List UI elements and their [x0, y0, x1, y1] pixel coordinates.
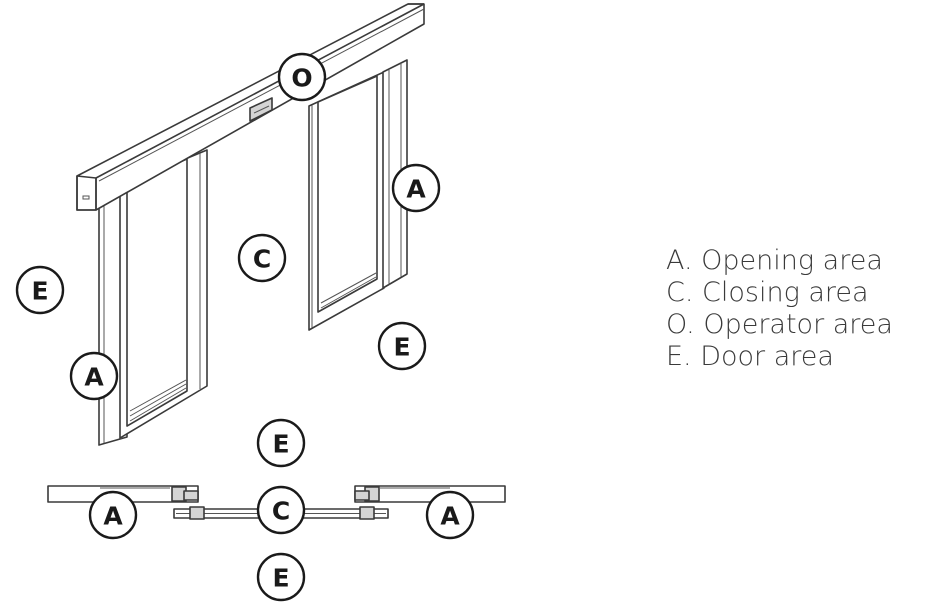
callout-closing: C: [237, 233, 287, 283]
legend-item-opening-area: A. Opening area: [666, 245, 883, 276]
callout-plan-door-top: E: [256, 418, 306, 468]
callout-door-right: E: [377, 321, 427, 371]
right-sliding-leaf: [308, 71, 385, 331]
legend-item-closing-area: C. Closing area: [666, 277, 869, 308]
callout-opening-right-letter: A: [406, 175, 426, 204]
legend-item-door-area: E. Door area: [666, 341, 834, 372]
plan-door-view: [47, 485, 506, 520]
callout-opening-left: A: [69, 351, 119, 401]
legend: A. Opening area C. Closing area O. Opera…: [666, 245, 893, 373]
callout-opening-right: A: [391, 163, 441, 213]
legend-item-operator-area: O. Operator area: [666, 309, 893, 340]
callout-closing-letter: C: [253, 245, 271, 274]
callout-plan-opening-left-letter: A: [103, 502, 123, 531]
right-side-panel: [382, 59, 408, 289]
callout-opening-left-letter: A: [84, 363, 104, 392]
callout-plan-closing: C: [256, 485, 306, 535]
callout-plan-door-top-letter: E: [272, 430, 289, 459]
callout-plan-door-bottom: E: [256, 552, 306, 602]
callout-door-left: E: [15, 265, 65, 315]
callout-plan-opening-left: A: [88, 490, 138, 540]
callout-plan-door-bottom-letter: E: [272, 564, 289, 593]
callout-plan-closing-letter: C: [272, 497, 290, 526]
callout-operator-letter: O: [291, 64, 312, 93]
isometric-door-view: [76, 3, 425, 446]
callout-plan-opening-right-letter: A: [440, 502, 460, 531]
callout-door-left-letter: E: [31, 277, 48, 306]
operator-header: [76, 3, 425, 211]
callout-operator: O: [277, 52, 327, 102]
left-sliding-leaf: [119, 149, 208, 439]
callout-plan-opening-right: A: [425, 490, 475, 540]
callout-door-right-letter: E: [393, 333, 410, 362]
